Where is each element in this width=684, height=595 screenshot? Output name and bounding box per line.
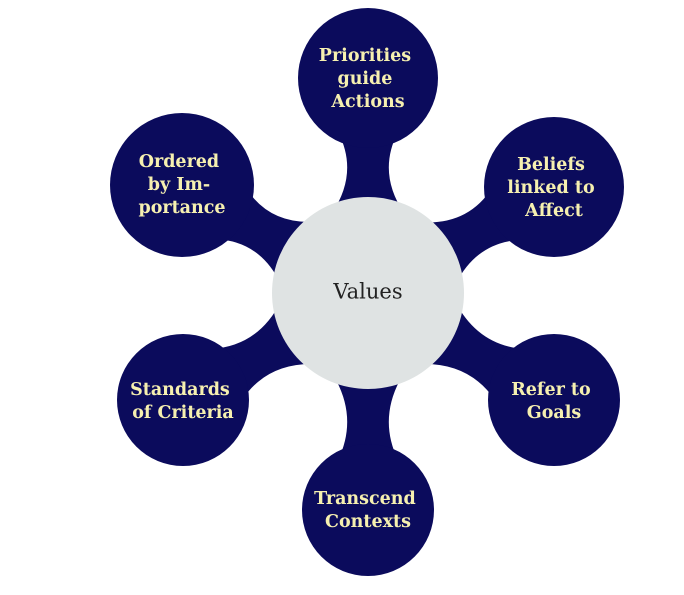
node-label: Ordered by Im- portance xyxy=(138,152,225,218)
node-label-line: Affect xyxy=(524,201,583,221)
connector-link xyxy=(332,132,404,213)
node-label-line: Beliefs xyxy=(517,155,585,175)
node-label-line: Actions xyxy=(330,92,404,112)
node-circle xyxy=(117,334,249,466)
node-circle xyxy=(110,113,254,257)
node-label: Priorities guide Actions xyxy=(319,46,417,112)
node-label: Beliefs linked to Affect xyxy=(507,155,600,221)
node-label-line: of Criteria xyxy=(132,403,234,423)
center-node: Values xyxy=(272,197,464,389)
node-circle xyxy=(298,8,438,148)
node-label-line: Ordered xyxy=(139,152,219,172)
node-label-line: linked to xyxy=(507,178,594,198)
node-beliefs-linked-to-affect: Beliefs linked to Affect xyxy=(484,117,624,257)
node-transcend-contexts: Transcend Contexts xyxy=(302,444,434,576)
node-priorities-guide-actions: Priorities guide Actions xyxy=(298,8,438,148)
node-label-line: guide xyxy=(337,69,392,89)
node-circle xyxy=(302,444,434,576)
node-circle xyxy=(484,117,624,257)
node-label: Transcend Contexts xyxy=(314,489,422,532)
center-circle xyxy=(272,197,464,389)
node-label-line: Refer to xyxy=(511,380,590,400)
node-ordered-by-importance: Ordered by Im- portance xyxy=(110,113,254,257)
connector-link xyxy=(332,373,404,460)
node-label-line: Transcend xyxy=(314,489,416,509)
node-label-line: by Im- xyxy=(148,175,210,195)
node-label-line: Standards xyxy=(130,380,230,400)
node-label-line: Goals xyxy=(527,403,582,423)
node-label: Refer to Goals xyxy=(511,380,597,423)
node-refer-to-goals: Refer to Goals xyxy=(488,334,620,466)
node-label-line: portance xyxy=(138,198,225,218)
node-label-line: Contexts xyxy=(325,512,411,532)
center-label: Values xyxy=(332,280,402,304)
node-label-line: Priorities xyxy=(319,46,411,66)
node-label: Standards of Criteria xyxy=(130,380,236,423)
node-circle xyxy=(488,334,620,466)
node-standards-of-criteria: Standards of Criteria xyxy=(117,334,249,466)
